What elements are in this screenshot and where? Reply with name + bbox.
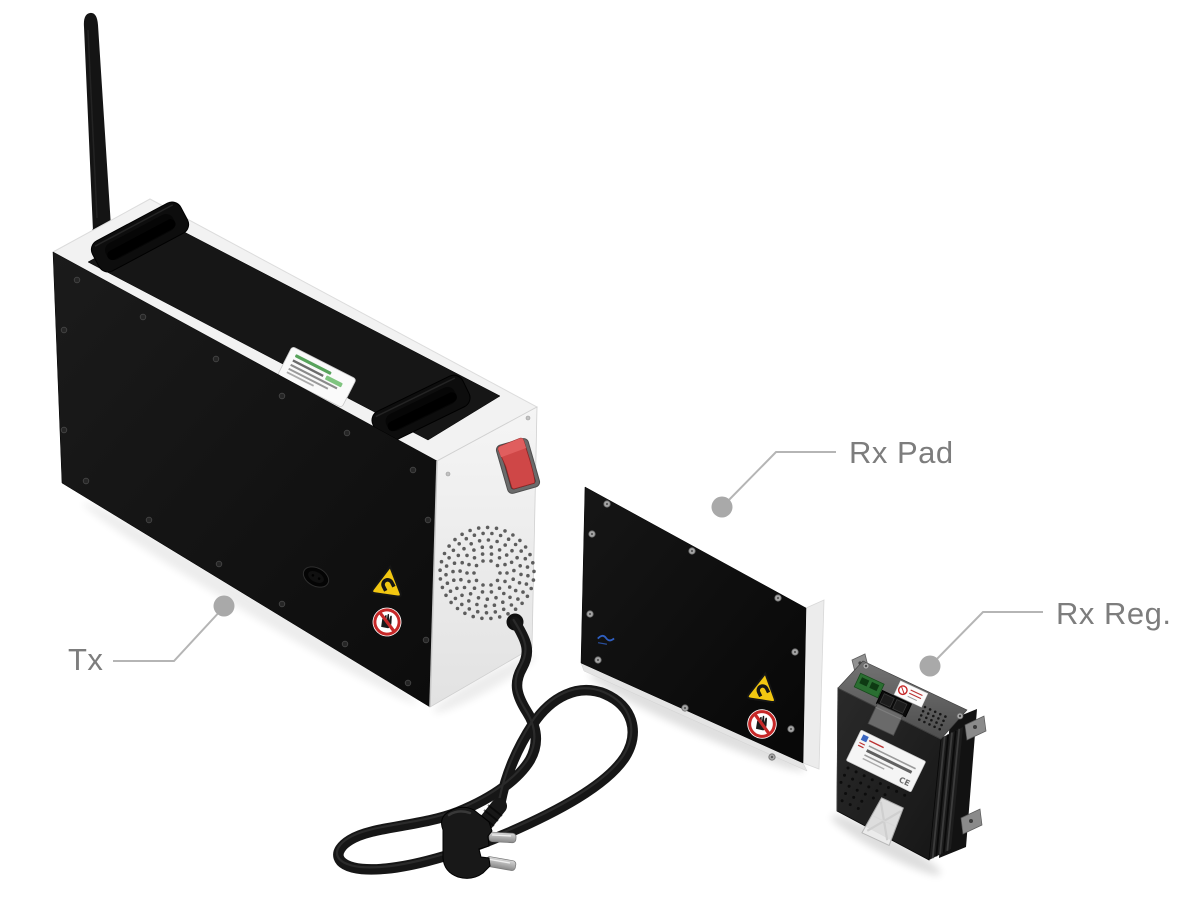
power-switch xyxy=(495,437,541,494)
tx-port xyxy=(302,566,330,588)
reg-output-socket xyxy=(867,689,913,736)
reg-top-warning-sticker xyxy=(893,680,929,708)
reg-spec-label: CE xyxy=(846,730,926,792)
ce-mark: CE xyxy=(897,775,911,788)
antenna xyxy=(83,12,111,236)
rx-regulator-box: CE xyxy=(836,653,987,861)
fan-vent xyxy=(438,525,536,621)
callout-dot-tx xyxy=(213,595,235,617)
callouts: Tx Rx Pad Rx Reg. xyxy=(68,435,1171,677)
rx-reg-label: Rx Reg. xyxy=(1056,596,1171,631)
pad-logo-mark xyxy=(597,634,615,645)
pad-screws xyxy=(586,500,799,761)
plug-pins xyxy=(485,831,517,871)
reg-terminal-block xyxy=(853,672,885,699)
eu-schuko-plug xyxy=(441,798,517,879)
reg-front-vents xyxy=(839,766,907,810)
rx-receiver-pad xyxy=(580,486,825,772)
callout-rx-pad: Rx Pad xyxy=(711,435,954,518)
tx-transmitter-unit xyxy=(51,12,541,708)
callout-tx: Tx xyxy=(68,595,235,677)
tx-front-screws xyxy=(60,276,432,687)
reg-fin-lines xyxy=(931,728,961,859)
tx-handle-left xyxy=(90,201,190,273)
reg-top-vents xyxy=(918,705,947,731)
power-cord xyxy=(333,616,638,875)
callout-dot-rx-reg xyxy=(919,655,941,677)
rx-pad-label: Rx Pad xyxy=(849,435,954,470)
tx-info-sticker xyxy=(278,347,356,407)
pad-side-edge xyxy=(802,599,825,770)
plug-body xyxy=(441,806,493,879)
callout-dot-rx-pad xyxy=(711,496,733,518)
callout-rx-reg: Rx Reg. xyxy=(919,596,1171,677)
tx-label: Tx xyxy=(68,642,103,677)
reg-bottom-connector xyxy=(861,797,904,847)
tx-handle-right xyxy=(371,374,471,444)
